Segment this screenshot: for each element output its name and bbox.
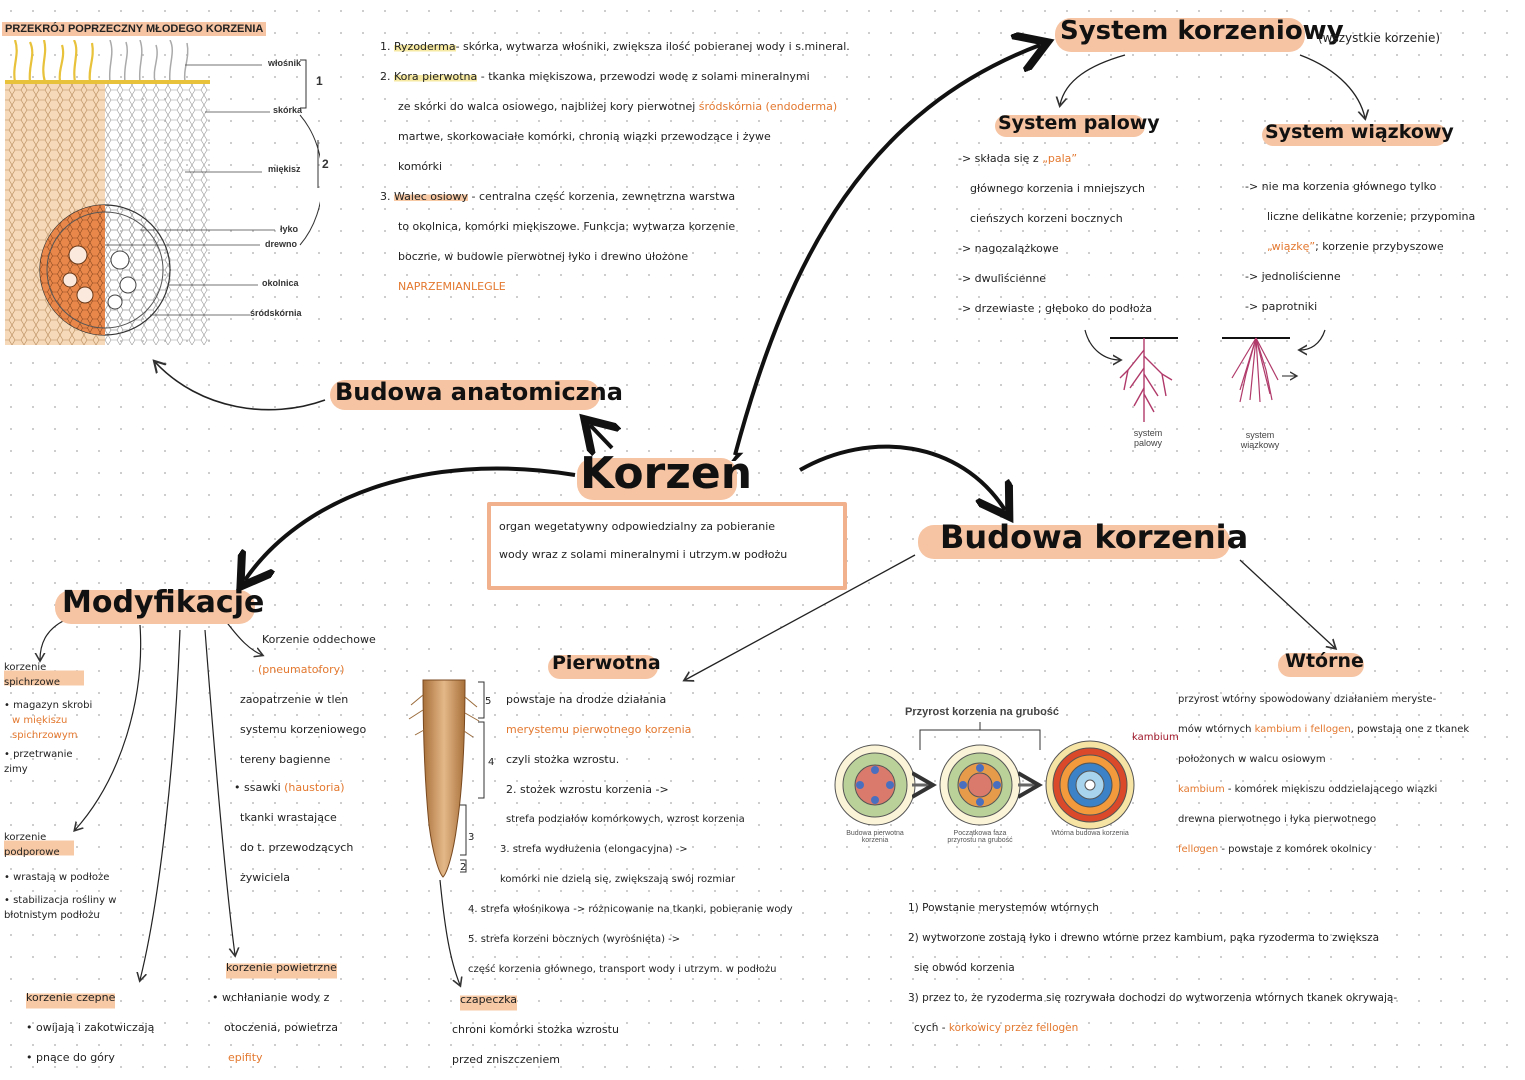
- definition-box: organ wegetatywny odpowiedzialny za pobi…: [487, 502, 847, 590]
- bracket-1: 1: [316, 74, 323, 88]
- root-tip-drawing: [408, 679, 480, 878]
- zone-num-5: 5: [485, 696, 492, 707]
- label-wlosnik: włośnik: [268, 58, 302, 68]
- anatomy-heading: Budowa anatomiczna: [335, 378, 623, 406]
- root-system-drawings: [1110, 337, 1300, 422]
- stage-caption-1: Budowa pierwotna korzenia: [846, 830, 904, 844]
- mod-haustoria: • ssawki (haustoria) tkanki wrastające d…: [234, 781, 354, 884]
- note-6: 3. Walec osiowy - centralna część korzen…: [380, 190, 736, 203]
- stage-caption-2: Początkowa faza przyrostu na grubość: [947, 830, 1013, 844]
- taproot-notes: -> składa się z „pala” głównego korzenia…: [958, 152, 1153, 315]
- central-node: Korzeń organ wegetatywny odpowiedzialny …: [485, 448, 855, 590]
- fibrous-notes: -> nie ma korzenia głównego tylko liczne…: [1245, 180, 1476, 313]
- note-9: NAPRZEMIANLEGLE: [398, 280, 506, 293]
- zone-brackets: [460, 681, 485, 873]
- note-4: martwe, skorkowaciałe komórki, chronią w…: [398, 130, 771, 143]
- secondary-notes: przyrost wtórny spowodowany działaniem m…: [1178, 694, 1470, 855]
- fibrous-heading: System wiązkowy: [1265, 121, 1454, 143]
- label-drewno: drewno: [265, 239, 298, 249]
- kambium-annotation: kambium: [1132, 732, 1179, 743]
- cross-section-figure: PRZEKRÓJ POPRZECZNY MŁODEGO KORZENIA: [0, 22, 329, 347]
- label-lyko: łyko: [280, 224, 299, 234]
- label-srodskornia: śródskórnia: [250, 308, 302, 318]
- note-1: 1. Ryzoderma- skórka, wytwarza włośniki,…: [380, 40, 850, 53]
- fibrous-caption: system wiązkowy: [1240, 430, 1280, 450]
- zone-num-3: 3: [468, 832, 475, 843]
- zone-num-4: 4: [488, 757, 495, 768]
- mod-aerial: korzenie powietrzne • wchłanianie wody z…: [212, 953, 382, 1073]
- anatomy-notes: 1. Ryzoderma- skórka, wytwarza włośniki,…: [380, 32, 960, 302]
- taproot-caption: system palowy: [1133, 428, 1163, 448]
- note-5: komórki: [398, 160, 443, 173]
- note-2: 2. Kora pierwotna - tkanka miękiszowa, p…: [380, 70, 810, 83]
- modifications-heading: Modyfikacje: [62, 585, 265, 620]
- label-miekisz: miękisz: [268, 164, 301, 174]
- zone-num-2: 2: [460, 862, 467, 873]
- note-3: ze skórki do walca osiowego, najbliżej k…: [398, 100, 838, 113]
- secondary-growth-figure: Przyrost korzenia na grubość Budowa p: [800, 700, 1180, 850]
- root-system-heading: System korzeniowy: [1060, 16, 1344, 46]
- central-title: Korzeń: [580, 448, 753, 499]
- root-system-note: (wszystkie korzenie): [1318, 31, 1441, 45]
- primary-heading: Pierwotna: [552, 652, 661, 674]
- note-7: to okolnica, komórki miękiszowe. Funkcja…: [398, 220, 736, 233]
- secondary-steps: 1) Powstanie merystemów wtórnych 2) wytw…: [908, 902, 1398, 1034]
- root-structure-heading: Budowa korzenia: [940, 518, 1249, 556]
- mod-storage: korzenie spichrzowe • magazyn skrobi w m…: [4, 660, 93, 775]
- definition-line-1: organ wegetatywny odpowiedzialny za pobi…: [499, 520, 776, 533]
- mod-climbing: korzenie czepne • owijają i zakotwiczają…: [26, 983, 186, 1073]
- mod-breathing: Korzenie oddechowe (pneumatofory) zaopat…: [240, 633, 376, 766]
- label-skorka: skórka: [273, 105, 303, 115]
- secondary-heading: Wtórne: [1285, 650, 1364, 672]
- secondary-figure-title: Przyrost korzenia na grubość: [905, 706, 1060, 718]
- arrow-to-modifications: [245, 466, 576, 580]
- bracket-2: 2: [322, 157, 329, 171]
- cross-section-drawing: [5, 40, 320, 345]
- label-okolnica: okolnica: [262, 278, 299, 288]
- taproot-heading: System palowy: [998, 112, 1160, 134]
- arrow-to-root-system: [733, 45, 1040, 456]
- figure-title: PRZEKRÓJ POPRZECZNY MŁODEGO KORZENIA: [2, 22, 267, 36]
- mod-prop: korzenie podporowe • wrastają w podłoże …: [4, 830, 117, 921]
- definition-line-2: wody wraz z solami mineralnymi i utrzym.…: [499, 548, 788, 561]
- stage-caption-3: Wtórna budowa korzenia: [1051, 830, 1129, 837]
- arrow-to-root-structure: [799, 444, 1005, 510]
- primary-notes: powstaje na drodze działania merystemu p…: [452, 693, 793, 1066]
- note-8: boczne, w budowie pierwotnej łyko i drew…: [398, 250, 689, 263]
- arrow-to-anatomy: [590, 425, 612, 448]
